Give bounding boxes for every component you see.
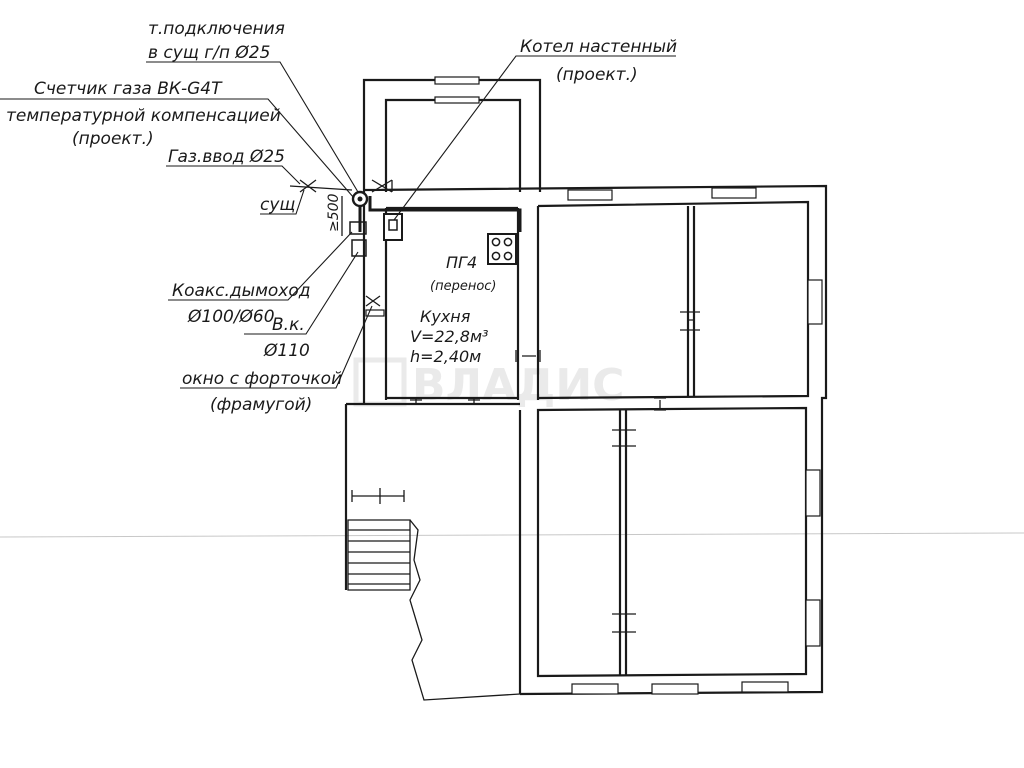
gas-pipe [368, 196, 522, 232]
door-kitchen-bottom [410, 398, 480, 404]
stair-block [347, 519, 411, 591]
coax-flue-label: Коакс.дымоход [172, 281, 311, 301]
ventilation-label: В.к. [272, 315, 305, 335]
kitchen-window [365, 309, 385, 317]
coax-flue-icon [349, 221, 367, 235]
stove-label: ПГ4 [446, 253, 477, 272]
door-bottom-room-2 [612, 613, 636, 633]
door-between-blocks [654, 397, 666, 411]
window-top-1 [567, 189, 613, 201]
ventilation-label: Ø110 [263, 341, 310, 361]
boiler-label: Котел настенный [520, 37, 677, 57]
annex-window-inner [434, 96, 480, 104]
boiler-inner-icon [388, 219, 398, 231]
gas-meter-label: (проект.) [72, 129, 154, 149]
kitchen-volume: V=22,8м³ [410, 327, 488, 346]
door-top-room [680, 311, 700, 331]
leader-connection-point [146, 61, 359, 193]
labels: т.подключения в сущ г/п Ø25 Котел настен… [6, 19, 677, 415]
kitchen-name: Кухня [420, 307, 471, 326]
gas-meter-core-icon [357, 196, 363, 202]
house-outer-wall [363, 184, 828, 696]
stove-label: (перенос) [430, 279, 497, 294]
ventilation-grille-icon [365, 295, 381, 307]
scan-line [0, 532, 1024, 538]
height-mark-label: ≥500 [326, 193, 342, 232]
window-label: (фрамугой) [210, 395, 312, 415]
window-bottom-2 [651, 683, 699, 695]
window-bottom-3 [741, 681, 789, 693]
leader-ventilation [244, 251, 359, 335]
window-right-2 [805, 469, 821, 517]
stove-burner-icon [503, 251, 513, 261]
leader-existing [260, 189, 305, 215]
window-bottom-1 [571, 683, 619, 695]
annex-inner-wall [384, 98, 522, 192]
room-b-walls [536, 406, 808, 678]
veranda-jagged-wall [409, 519, 521, 701]
window-right-1 [807, 279, 823, 325]
kitchen-height: h=2,40м [410, 347, 481, 366]
window-label: окно с форточкой [182, 369, 342, 389]
doors [410, 311, 700, 633]
door-kitchen-right [515, 350, 541, 362]
existing-label: сущ [260, 195, 295, 215]
connection-point-label: в сущ г/п Ø25 [148, 43, 270, 63]
gas-inlet-label: Газ.ввод Ø25 [168, 147, 285, 167]
inlet-pipe [289, 185, 353, 191]
boiler-icon [383, 213, 403, 241]
gas-meter-label: температурной компенсацией [6, 106, 281, 126]
veranda-walls [344, 402, 520, 590]
gas-equipment [289, 179, 522, 307]
windows [365, 187, 823, 695]
annex-window [434, 76, 480, 85]
inlet-valve-icon [299, 179, 317, 193]
stove-icon [487, 233, 517, 265]
stove-burner-icon [491, 251, 501, 261]
boiler-label: (проект.) [556, 65, 638, 85]
window-right-3 [805, 599, 821, 647]
leader-coax-flue [168, 231, 353, 301]
stove-burner-icon [503, 237, 513, 247]
leader-boiler [393, 55, 676, 221]
porch-top-mark [351, 488, 405, 504]
coax-flue-label: Ø100/Ø60 [187, 307, 275, 327]
gas-meter-label: Счетчик газа ВК-G4Т [34, 79, 223, 99]
leader-gas-inlet [166, 165, 301, 185]
gas-valve-icon [371, 179, 393, 193]
leader-gas-meter [0, 98, 355, 199]
walls [344, 76, 828, 701]
leader-window [180, 305, 373, 389]
stair-steps [348, 529, 410, 585]
leader-lines [0, 55, 676, 389]
stove-burner-icon [491, 237, 501, 247]
ventilation-duct-icon [351, 239, 367, 257]
window-top-2 [711, 187, 757, 199]
door-bottom-room-1 [612, 429, 636, 447]
connection-point-label: т.подключения [148, 19, 285, 39]
